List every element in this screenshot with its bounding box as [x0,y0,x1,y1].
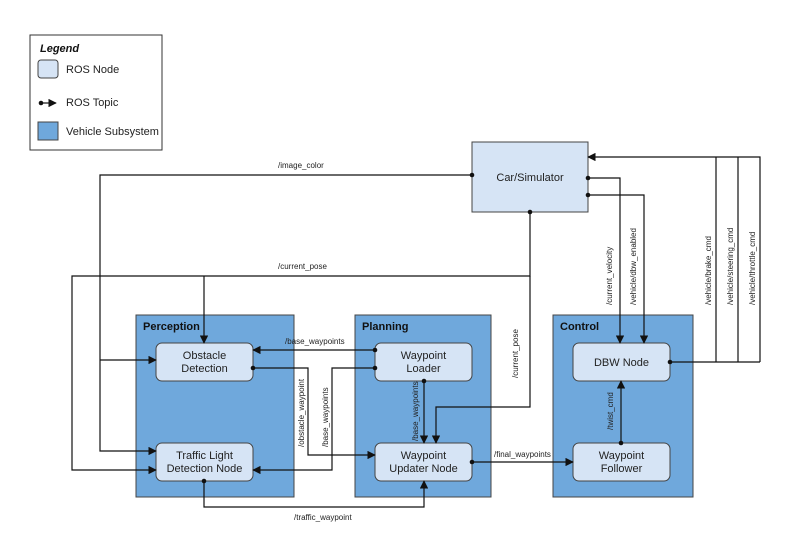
obstacle-detection-label-1: Obstacle [183,350,226,362]
edge-base-waypoints-left: /base_waypoints [252,365,378,475]
edge-base-waypoints-inner: /base_waypoints [411,378,429,444]
planning-title: Planning [362,321,408,333]
edge-current-velocity: /current_velocity [585,175,625,344]
topic-twist-cmd: /twist_cmd [606,392,615,430]
topic-base-waypoints-top: /base_waypoints [285,337,345,346]
topic-obstacle-waypoint: /obstacle_waypoint [297,378,306,447]
waypoint-updater-label-1: Waypoint [401,450,446,462]
legend-topic-arrow-icon [38,98,57,108]
legend-title: Legend [40,43,79,55]
waypoint-loader-node[interactable]: Waypoint Loader [374,342,473,382]
waypoint-loader-label-2: Loader [406,363,441,375]
topic-throttle-cmd: /vehicle/throttle_cmd [748,232,757,305]
waypoint-follower-label-1: Waypoint [599,450,644,462]
legend-vehicle-subsystem-label: Vehicle Subsystem [66,126,159,138]
dbw-node[interactable]: DBW Node [572,342,671,382]
perception-title: Perception [143,321,200,333]
obstacle-detection-node[interactable]: Obstacle Detection [155,342,254,382]
waypoint-follower-node[interactable]: Waypoint Follower [572,442,671,482]
topic-dbw-enabled: /vehicle/dbw_enabled [629,228,638,305]
legend-ros-topic-label: ROS Topic [66,97,119,109]
legend-ros-node-label: ROS Node [66,64,119,76]
topic-brake-cmd: /vehicle/brake_cmd [704,236,713,305]
legend: Legend ROS Node ROS Topic Vehicle Subsys… [29,34,163,151]
topic-final-waypoints: /final_waypoints [494,450,551,459]
traffic-light-label-2: Detection Node [167,463,243,475]
traffic-light-detection-node[interactable]: Traffic Light Detection Node [155,442,254,482]
edge-current-pose-perception: /current_pose [71,209,533,475]
topic-base-waypoints-left: /base_waypoints [321,387,330,447]
edge-final-waypoints: /final_waypoints [469,450,574,467]
dbw-node-label: DBW Node [594,357,649,369]
control-title: Control [560,321,599,333]
edge-image-color: /image_color [99,161,475,456]
waypoint-loader-label-1: Waypoint [401,350,446,362]
waypoint-updater-node[interactable]: Waypoint Updater Node [374,442,473,482]
car-simulator-node[interactable]: Car/Simulator [471,141,589,213]
topic-base-waypoints-inner: /base_waypoints [411,381,420,441]
topic-traffic-waypoint: /traffic_waypoint [294,513,352,522]
topic-current-pose-2: /current_pose [511,329,520,378]
edge-obstacle-waypoint: /obstacle_waypoint [250,365,376,460]
topic-current-velocity: /current_velocity [605,247,614,305]
topic-current-pose: /current_pose [278,262,327,271]
edge-traffic-waypoint: /traffic_waypoint [201,478,429,522]
obstacle-detection-label-2: Detection [181,363,227,375]
waypoint-updater-label-2: Updater Node [389,463,458,475]
edge-current-pose-planning: /current_pose [431,276,531,444]
edge-base-waypoints-top: /base_waypoints [252,337,378,355]
topic-steering-cmd: /vehicle/steering_cmd [726,228,735,305]
legend-node-swatch [37,59,59,79]
car-simulator-label: Car/Simulator [496,172,564,184]
edge-dbw-enabled: /vehicle/dbw_enabled [585,192,649,344]
legend-subsystem-swatch [37,121,59,141]
edge-twist-cmd: /twist_cmd [606,380,626,446]
edge-vehicle-cmds: /vehicle/brake_cmd /vehicle/steering_cmd… [587,152,761,365]
waypoint-follower-label-2: Follower [601,463,643,475]
topic-image-color: /image_color [278,161,324,170]
traffic-light-label-1: Traffic Light [176,450,233,462]
